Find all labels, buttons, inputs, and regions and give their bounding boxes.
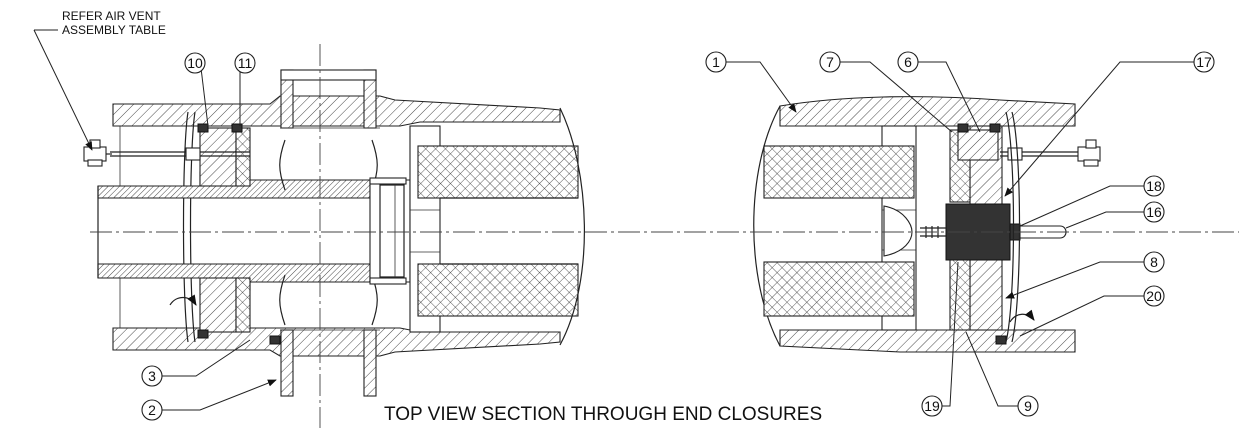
right-vent-valve-icon [1077, 139, 1101, 167]
balloon-8: 8 [1005, 251, 1165, 299]
left-seal-plate-10 [199, 127, 237, 187]
svg-text:19: 19 [924, 398, 940, 414]
left-port-cap [280, 69, 377, 81]
note-line-2: ASSEMBLY TABLE [62, 23, 166, 37]
left-port-wall-right-b [363, 329, 377, 397]
svg-text:20: 20 [1146, 288, 1162, 304]
svg-text:1: 1 [712, 54, 720, 70]
right-spindle [1009, 225, 1067, 239]
left-closure [83, 69, 585, 397]
svg-text:6: 6 [904, 54, 912, 70]
balloon-10: 10 [184, 52, 209, 127]
svg-text:9: 9 [1024, 398, 1032, 414]
balloon-17: 17 [1004, 51, 1215, 197]
left-vent-fitting [185, 147, 201, 161]
balloon-18: 18 [1019, 175, 1165, 227]
right-seal-19 [949, 257, 971, 331]
balloon-6: 6 [897, 51, 981, 133]
svg-text:17: 17 [1196, 54, 1212, 70]
balloon-19: 19 [921, 261, 959, 417]
right-packing-top [763, 145, 915, 199]
left-shell-bottom [112, 327, 561, 357]
left-packing-bottom [417, 263, 579, 317]
right-packing-bottom [763, 261, 915, 317]
right-plate-6 [957, 129, 999, 161]
svg-text:11: 11 [238, 55, 253, 71]
balloon-16: 16 [1065, 201, 1165, 229]
balloon-9: 9 [965, 331, 1039, 417]
svg-text:8: 8 [1150, 254, 1158, 270]
balloon-3: 3 [141, 339, 251, 387]
svg-text:3: 3 [148, 368, 156, 384]
left-seal-plate-bottom [199, 277, 237, 333]
balloon-2: 2 [141, 379, 277, 421]
left-seal-bottom [235, 277, 251, 333]
right-closure [753, 96, 1101, 353]
svg-text:7: 7 [826, 54, 834, 70]
left-shell-top [112, 95, 561, 127]
svg-text:2: 2 [148, 402, 156, 418]
right-vent-fitting [1007, 147, 1023, 161]
note-line-1: REFER AIR VENT [62, 9, 161, 23]
left-vent-valve-icon [83, 139, 112, 167]
balloon-20: 20 [1019, 285, 1165, 337]
svg-text:16: 16 [1146, 204, 1162, 220]
balloon-7: 7 [819, 51, 953, 133]
right-dome [883, 205, 913, 257]
left-packing-top [417, 145, 579, 199]
balloon-1: 1 [705, 51, 797, 113]
svg-text:18: 18 [1146, 178, 1162, 194]
right-shell-bottom [779, 329, 1076, 353]
left-seal-11 [235, 127, 251, 187]
balloon-11: 11 [234, 52, 256, 126]
left-port-wall-left-b [280, 329, 294, 397]
svg-text:10: 10 [187, 55, 203, 71]
view-title: TOP VIEW SECTION THROUGH END CLOSURES [384, 404, 822, 425]
